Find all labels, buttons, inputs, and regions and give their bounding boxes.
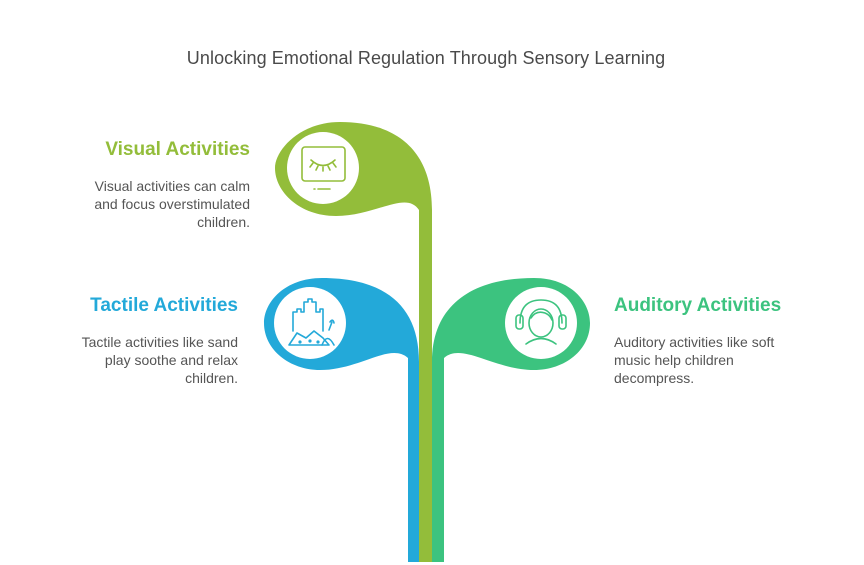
visual-description: Visual activities can calm and focus ove…: [40, 177, 250, 231]
sandcastle-icon: [288, 298, 335, 346]
tactile-icon-circle: [274, 287, 346, 359]
visual-desc-line: children.: [197, 214, 250, 230]
tactile-desc-line: Tactile activities like sand: [81, 334, 238, 350]
auditory-heading: Auditory Activities: [614, 295, 782, 316]
diagram-title: Unlocking Emotional Regulation Through S…: [186, 48, 666, 68]
auditory-icon-circle: [505, 287, 577, 359]
visual-desc-line: Visual activities can calm: [94, 178, 250, 194]
auditory-desc-line: music help children: [614, 352, 734, 368]
tactile-desc-line: play soothe and relax: [104, 352, 238, 368]
headphones-person-icon: [515, 299, 567, 345]
auditory-desc-line: Auditory activities like soft: [614, 334, 775, 350]
visual-desc-line: and focus overstimulated: [94, 196, 250, 212]
tactile-desc-line: children.: [185, 370, 238, 386]
tactile-description: Tactile activities like sand play soothe…: [28, 333, 238, 387]
tactile-heading: Tactile Activities: [90, 295, 238, 316]
auditory-description: Auditory activities like soft music help…: [614, 333, 824, 387]
eye-monitor-icon: [301, 146, 346, 190]
auditory-desc-line: decompress.: [614, 370, 695, 386]
visual-heading: Visual Activities: [105, 139, 250, 160]
